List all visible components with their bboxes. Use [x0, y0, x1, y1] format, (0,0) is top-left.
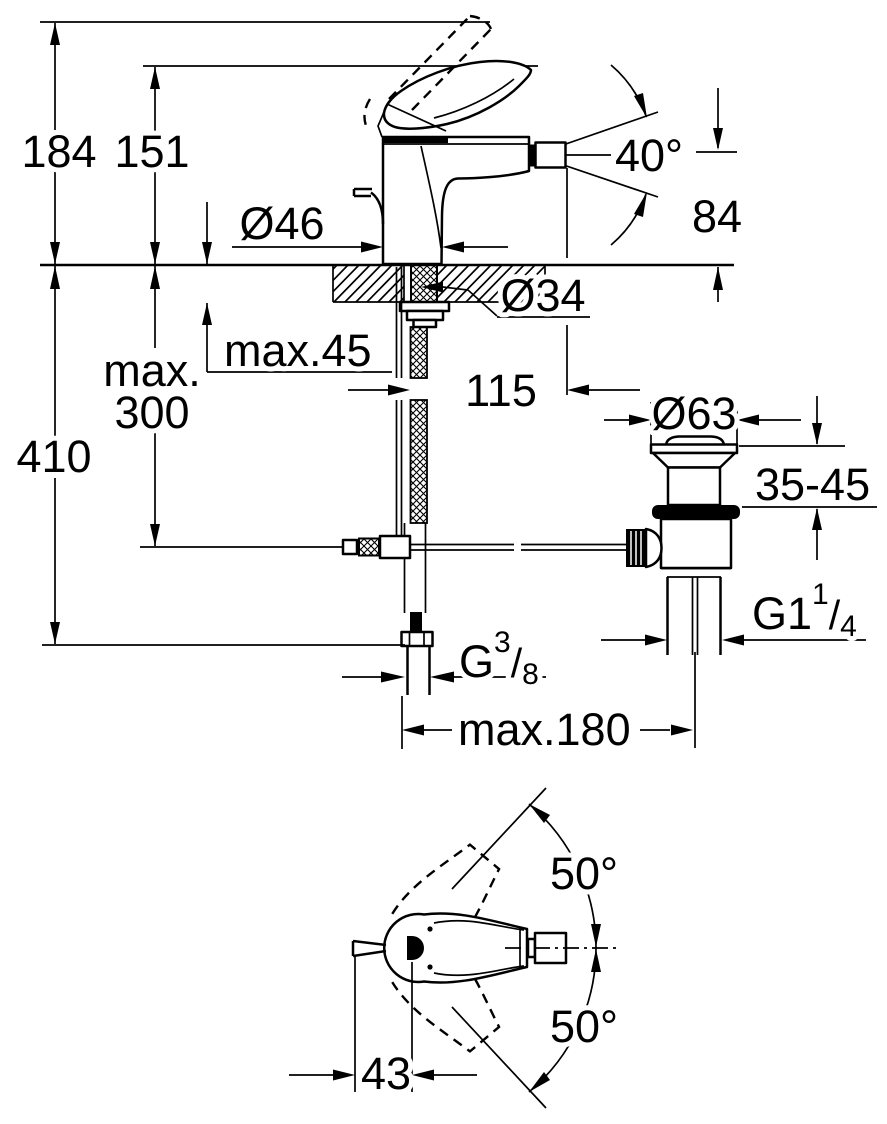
label-g38: G3/8	[459, 626, 539, 691]
label-o63: Ø63	[651, 388, 736, 439]
label-max45: max.45	[224, 325, 372, 376]
label-max300-1: max.	[103, 345, 201, 396]
label-40deg: 40°	[615, 130, 683, 181]
waste-flange	[649, 443, 739, 455]
waste-valve-body	[659, 517, 733, 570]
dim-43	[289, 957, 477, 1092]
dim-410	[42, 266, 405, 646]
cartridge-mark	[407, 936, 424, 960]
lever-handle-raised-dashed	[363, 14, 493, 131]
dim-o63	[604, 402, 801, 444]
dim-max180	[401, 696, 693, 749]
label-max180: max.180	[458, 704, 631, 755]
dim-184	[50, 23, 60, 264]
mounting-nut	[405, 309, 445, 322]
pop-up-pull-rod	[395, 267, 403, 536]
label-151: 151	[114, 126, 189, 177]
g38-connector-pipe	[406, 646, 431, 695]
cartridge-collar	[384, 137, 448, 143]
label-84: 84	[692, 191, 742, 242]
faucet-side-elevation	[352, 14, 567, 266]
label-184: 184	[21, 126, 96, 177]
supply-hose-lower	[409, 399, 428, 524]
label-max300-2: 300	[114, 387, 189, 438]
dim-max45	[202, 202, 392, 373]
label-50-lower: 50°	[550, 1001, 618, 1052]
dim-g114	[601, 634, 866, 646]
dim-115	[348, 384, 640, 396]
hose-ferrule	[410, 612, 422, 632]
rod-knob-top-view	[351, 939, 387, 958]
top-rotation-view	[289, 787, 618, 1109]
faucet-body	[381, 135, 531, 266]
horizontal-linkage-rod	[410, 543, 626, 551]
label-g114: G11/4	[752, 578, 857, 643]
dim-35-45	[739, 396, 877, 560]
handle-top-view	[383, 912, 529, 984]
label-43: 43	[361, 1048, 411, 1099]
label-115: 115	[465, 365, 537, 416]
waste-plug-cap	[664, 435, 726, 447]
label-o34: Ø34	[500, 270, 585, 321]
dim-50deg	[451, 787, 601, 1109]
lever-handle	[382, 59, 533, 130]
rod-adjuster	[358, 537, 380, 557]
g38-union-nut	[400, 630, 434, 648]
dim-o46	[232, 241, 508, 253]
mounting-washer	[398, 300, 451, 313]
waste-outlet-pipe	[666, 577, 722, 655]
below-deck-plumbing	[140, 263, 626, 695]
dim-o34-leader	[421, 168, 590, 395]
waste-neck	[666, 466, 722, 507]
dim-151	[150, 67, 160, 264]
label-410: 410	[16, 431, 91, 482]
dim-max300	[150, 266, 160, 546]
knob-cone	[644, 527, 663, 569]
threaded-shank	[410, 263, 438, 304]
rod-coupling	[378, 534, 412, 560]
label-50-upper: 50°	[550, 848, 618, 899]
label-35-45: 35-45	[755, 459, 870, 510]
label-o46: Ø46	[239, 198, 324, 249]
dim-84	[696, 88, 737, 302]
dimension-annotations	[40, 21, 877, 749]
rod-end-cap	[341, 538, 359, 556]
pop-up-rod-knob	[352, 187, 385, 225]
outlet-joint	[529, 144, 535, 167]
mounting-nut-step	[412, 318, 438, 329]
waste-seal-ring	[652, 505, 740, 519]
pop-up-waste-valve	[626, 435, 740, 748]
aerator-nozzle	[534, 141, 567, 169]
handle-rotated-up-dashed	[391, 843, 501, 959]
supply-hose-upper	[409, 326, 428, 379]
handle-rotated-down-dashed	[391, 937, 501, 1053]
dim-g38	[342, 671, 546, 683]
waste-flange-taper	[651, 451, 737, 469]
